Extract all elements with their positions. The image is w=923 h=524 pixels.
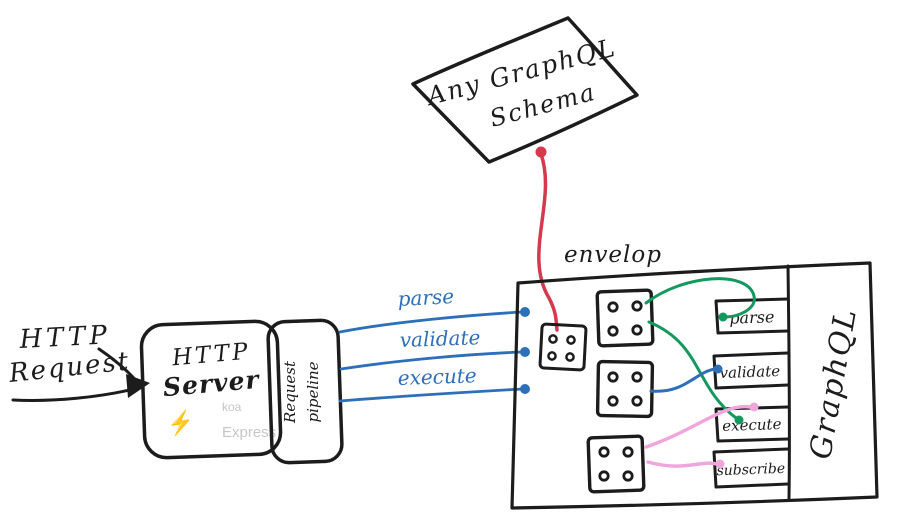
- plugin-box-middle: [595, 359, 655, 419]
- pipeline-calls-group: parse validate execute: [338, 284, 530, 403]
- hook-pink-execute: [644, 404, 752, 449]
- call-label-execute: execute: [397, 363, 477, 390]
- socket-label-execute: execute: [722, 415, 782, 435]
- plugin-box-top: [595, 288, 655, 348]
- plugin-dot: [548, 334, 558, 344]
- schema-plugin-box: [538, 322, 588, 372]
- socket-label-validate: validate: [719, 362, 780, 382]
- request-arrow-head: [126, 374, 150, 398]
- socket-tab-parse: [714, 297, 790, 335]
- schema-plugin-outline: [538, 322, 588, 372]
- call-dot-validate: [520, 347, 530, 357]
- plugin-dot: [631, 371, 643, 383]
- call-label-validate: validate: [399, 325, 480, 352]
- plugin-dot: [565, 352, 575, 362]
- plugin-hooks: [644, 277, 759, 469]
- plugin-dot: [607, 395, 619, 407]
- envelop-label: envelop: [564, 242, 662, 268]
- schema-card-outline: [411, 16, 639, 164]
- http-server-outline: [139, 319, 283, 460]
- plugin-dot: [607, 325, 619, 337]
- schema-connector-line: [537, 152, 559, 332]
- koa-logo-text: koa: [222, 400, 242, 414]
- hook-dot-blue-validate: [713, 364, 723, 374]
- call-dot-execute: [520, 384, 530, 394]
- schema-connector-dot: [535, 146, 547, 158]
- envelop-outline: [510, 261, 879, 510]
- pipeline-label-line1: Request: [281, 360, 299, 424]
- plugin-dot: [631, 324, 643, 336]
- plugin-dot: [631, 300, 643, 312]
- socket-label-parse: parse: [729, 307, 775, 328]
- call-line-execute: [338, 387, 524, 403]
- plugin-dot: [598, 470, 610, 482]
- schema-connector: [535, 146, 559, 332]
- graphql-label: GraphQL: [803, 305, 864, 462]
- hook-pink-subscribe: [646, 460, 719, 468]
- hook-blue-validate: [649, 367, 717, 393]
- http-request-group: HTTP Request: [7, 320, 150, 402]
- hook-green-execute: [647, 320, 738, 420]
- plugin-dot: [607, 301, 619, 313]
- hook-dot-pink-subscribe: [715, 459, 725, 469]
- schema-card: Any GraphQL Schema: [411, 16, 639, 164]
- plugin-dot: [607, 371, 619, 383]
- plugin-box-bottom: [586, 434, 646, 494]
- plugin-box-bottom-outline: [586, 434, 646, 494]
- plugin-dot: [622, 470, 634, 482]
- request-arrow-tail-lower: [11, 387, 136, 402]
- hook-green-parse: [644, 277, 756, 319]
- request-pipeline-box: Request pipeline: [266, 318, 344, 465]
- lightning-icon: ⚡: [165, 408, 196, 438]
- plugin-dot: [631, 395, 643, 407]
- pipeline-label-line2: pipeline: [304, 361, 322, 422]
- http-server-box: HTTP Server ⚡ koa Express: [139, 319, 283, 460]
- http-request-line1: HTTP: [18, 320, 112, 355]
- request-pipeline-outline: [266, 318, 344, 465]
- hook-dot-green-execute: [734, 415, 744, 425]
- envelop-box: envelop parse validate execute subscribe…: [510, 242, 879, 510]
- call-dot-parse: [520, 307, 530, 317]
- express-logo-text: Express: [222, 424, 276, 441]
- plugin-dot: [598, 446, 610, 458]
- call-label-parse: parse: [397, 284, 455, 311]
- socket-tab-subscribe: [712, 447, 790, 489]
- call-line-parse: [338, 310, 524, 334]
- socket-label-subscribe: subscribe: [716, 461, 785, 479]
- plugin-box-middle-outline: [595, 359, 655, 419]
- plugin-dot: [547, 351, 557, 361]
- plugin-box-top-outline: [595, 288, 655, 348]
- hook-dot-green-parse: [718, 312, 728, 322]
- plugin-dot: [566, 335, 576, 345]
- call-line-validate: [339, 350, 524, 371]
- plugin-dot: [622, 446, 634, 458]
- graphql-spine: [786, 264, 791, 500]
- hook-dot-pink-execute: [749, 402, 759, 412]
